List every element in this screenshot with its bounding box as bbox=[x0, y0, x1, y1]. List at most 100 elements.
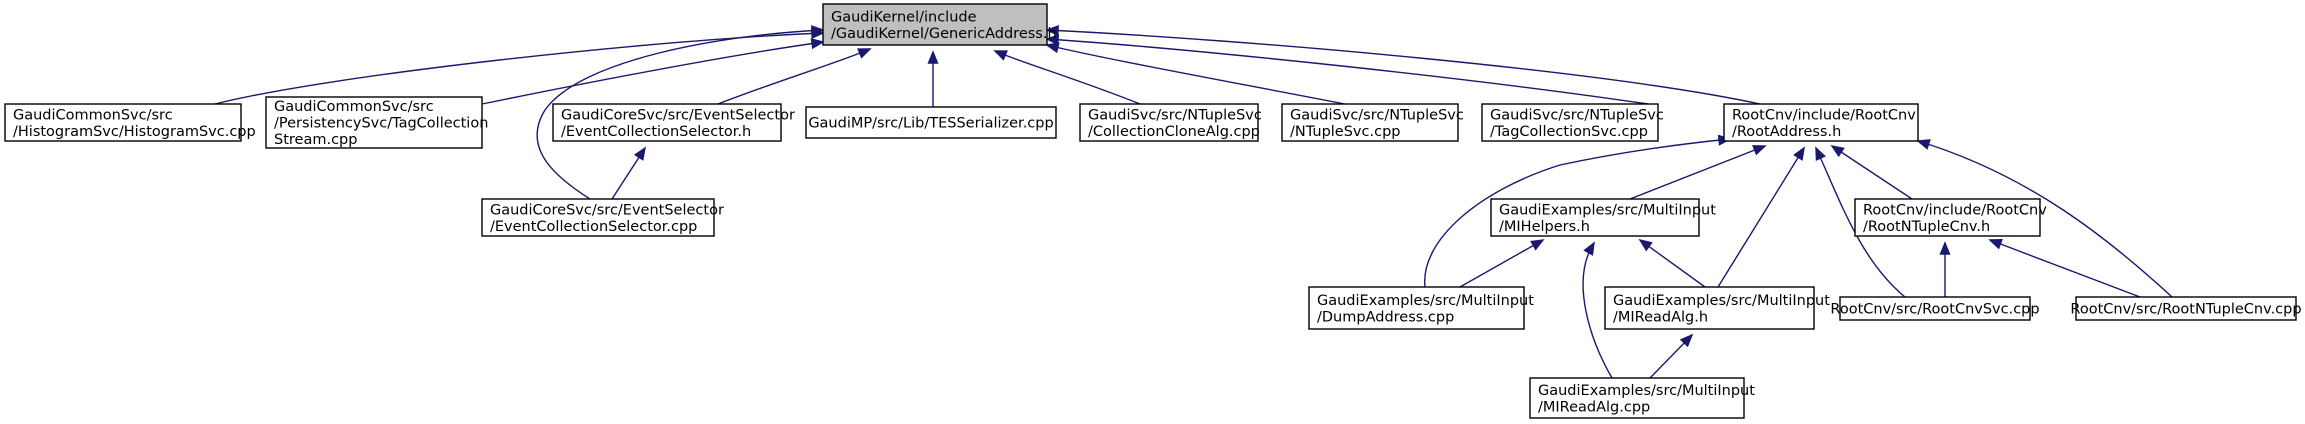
edge-n11-n8-arrowhead bbox=[1830, 144, 1845, 158]
node-label-line: /EventCollectionSelector.h bbox=[561, 124, 751, 140]
node-label-line: /MIReadAlg.cpp bbox=[1538, 399, 1650, 415]
edge-n15-n11 bbox=[1989, 239, 2141, 298]
node-label-line: GaudiExamples/src/MultiInput bbox=[1538, 383, 1755, 399]
node-label-line: GaudiCoreSvc/src/EventSelector bbox=[490, 202, 724, 218]
edge-n12-n10-arrowhead bbox=[1530, 239, 1545, 251]
graph-node-n13[interactable]: GaudiExamples/src/MultiInput/MIReadAlg.h bbox=[1604, 286, 1830, 330]
node-label-line: RootCnv/include/RootCnv bbox=[1863, 202, 2047, 218]
node-label-line: GaudiCoreSvc/src/EventSelector bbox=[561, 107, 795, 123]
edge-n9-root bbox=[536, 29, 824, 200]
edge-n15-n11-arrowhead bbox=[1988, 238, 2003, 250]
node-label-line: /RootAddress.h bbox=[1732, 124, 1841, 140]
node-box bbox=[1723, 103, 1919, 142]
node-label-line: GaudiCommonSvc/src bbox=[13, 107, 173, 123]
node-label-line: GaudiSvc/src/NTupleSvc bbox=[1088, 107, 1262, 123]
node-label-line: GaudiCommonSvc/src bbox=[274, 99, 434, 115]
node-label-line: Stream.cpp bbox=[274, 132, 357, 148]
edge-n8-root bbox=[1046, 29, 1761, 105]
node-label-line: RootCnv/src/RootCnvSvc.cpp bbox=[1830, 302, 2039, 318]
node-label-line: /PersistencySvc/TagCollection bbox=[274, 116, 488, 132]
graph-node-n9[interactable]: GaudiCoreSvc/src/EventSelector/EventColl… bbox=[481, 198, 724, 237]
node-box bbox=[1281, 103, 1459, 142]
node-box bbox=[1308, 286, 1525, 330]
edge-n5-root-arrowhead bbox=[993, 50, 1008, 61]
edge-n3-root bbox=[717, 48, 871, 105]
edge-n14-n11-arrowhead bbox=[1939, 241, 1951, 255]
edge-n8-root-arrowhead bbox=[1045, 25, 1059, 37]
node-label-line: GaudiExamples/src/MultiInput bbox=[1613, 293, 1830, 309]
node-box bbox=[265, 96, 483, 149]
node-box bbox=[805, 106, 1057, 139]
edge-n16-n10 bbox=[1582, 242, 1613, 379]
edge-n14-n8 bbox=[1815, 147, 1906, 298]
node-label-line: /MIHelpers.h bbox=[1499, 219, 1590, 235]
graph-node-n2[interactable]: GaudiCommonSvc/src/PersistencySvc/TagCol… bbox=[265, 96, 488, 149]
edge-n9-n3-arrowhead bbox=[633, 146, 647, 161]
edge-n10-n8 bbox=[1629, 145, 1766, 200]
node-box bbox=[481, 198, 715, 237]
node-label-line: GaudiMP/src/Lib/TESSerializer.cpp bbox=[808, 116, 1053, 132]
node-label-line: /RootNTupleCnv.h bbox=[1863, 219, 1990, 235]
node-label-line: /HistogramSvc/HistogramSvc.cpp bbox=[13, 124, 256, 140]
edge-n12-n10 bbox=[1459, 239, 1544, 288]
edge-n16-n13-arrowhead bbox=[1679, 333, 1694, 348]
node-box bbox=[1079, 103, 1259, 142]
graph-node-n10[interactable]: GaudiExamples/src/MultiInput/MIHelpers.h bbox=[1490, 198, 1716, 237]
node-label-line: GaudiSvc/src/NTupleSvc bbox=[1290, 107, 1464, 123]
graph-node-n16[interactable]: GaudiExamples/src/MultiInput/MIReadAlg.c… bbox=[1529, 377, 1755, 419]
edge-n13-n10-arrowhead bbox=[1638, 238, 1653, 252]
graph-node-n5[interactable]: GaudiSvc/src/NTupleSvc/CollectionCloneAl… bbox=[1079, 103, 1262, 142]
node-label-line: GaudiExamples/src/MultiInput bbox=[1317, 293, 1534, 309]
node-label-line: GaudiKernel/include bbox=[831, 9, 977, 25]
edge-n11-n8 bbox=[1831, 145, 1913, 200]
graph-node-n8[interactable]: RootCnv/include/RootCnv/RootAddress.h bbox=[1723, 103, 1919, 142]
node-label-line: /GaudiKernel/GenericAddress.h bbox=[831, 26, 1057, 42]
node-label-line: /NTupleSvc.cpp bbox=[1290, 124, 1400, 140]
graph-node-n11[interactable]: RootCnv/include/RootCnv/RootNTupleCnv.h bbox=[1854, 198, 2047, 237]
edge-n13-n8-arrowhead bbox=[1793, 146, 1805, 161]
node-label-line: /MIReadAlg.h bbox=[1613, 309, 1708, 325]
graph-node-n12[interactable]: GaudiExamples/src/MultiInput/DumpAddress… bbox=[1308, 286, 1534, 330]
node-box bbox=[1854, 198, 2041, 237]
edge-n1-root bbox=[214, 32, 824, 105]
graph-node-n15[interactable]: RootCnv/src/RootNTupleCnv.cpp bbox=[2070, 296, 2302, 321]
graph-node-n4[interactable]: GaudiMP/src/Lib/TESSerializer.cpp bbox=[805, 106, 1057, 139]
graph-node-n14[interactable]: RootCnv/src/RootCnvSvc.cpp bbox=[1830, 296, 2040, 321]
graph-node-n6[interactable]: GaudiSvc/src/NTupleSvc/NTupleSvc.cpp bbox=[1281, 103, 1464, 142]
edge-n4-root-arrowhead bbox=[927, 50, 939, 64]
node-label-line: /CollectionCloneAlg.cpp bbox=[1088, 124, 1260, 140]
edge-n2-root-arrowhead bbox=[810, 38, 825, 50]
edge-n16-n10-arrowhead bbox=[1583, 241, 1595, 256]
edge-n7-root bbox=[1046, 38, 1649, 105]
graph-node-n1[interactable]: GaudiCommonSvc/src/HistogramSvc/Histogra… bbox=[4, 103, 256, 142]
nodes-layer: GaudiKernel/include/GaudiKernel/GenericA… bbox=[4, 3, 2302, 419]
node-box bbox=[4, 103, 242, 142]
graph-node-root[interactable]: GaudiKernel/include/GaudiKernel/GenericA… bbox=[822, 3, 1057, 46]
edge-n13-n8 bbox=[1717, 147, 1805, 288]
edge-n9-root-arrowhead bbox=[811, 25, 825, 37]
node-label-line: /DumpAddress.cpp bbox=[1317, 309, 1454, 325]
edge-n5-root bbox=[994, 50, 1141, 105]
node-box bbox=[1604, 286, 1815, 330]
edge-n14-n8-arrowhead bbox=[1815, 146, 1826, 161]
edge-n3-root-arrowhead bbox=[857, 48, 872, 59]
node-label-line: GaudiSvc/src/NTupleSvc bbox=[1490, 107, 1664, 123]
graph-node-n7[interactable]: GaudiSvc/src/NTupleSvc/TagCollectionSvc.… bbox=[1481, 103, 1664, 142]
edge-n7-root-arrowhead bbox=[1045, 34, 1060, 46]
graph-node-n3[interactable]: GaudiCoreSvc/src/EventSelector/EventColl… bbox=[552, 103, 795, 142]
edge-n10-n8-arrowhead bbox=[1752, 145, 1767, 156]
node-label-line: RootCnv/include/RootCnv bbox=[1732, 107, 1916, 123]
node-box bbox=[552, 103, 782, 142]
edge-n15-n8 bbox=[1917, 140, 2173, 298]
node-label-line: /TagCollectionSvc.cpp bbox=[1490, 124, 1648, 140]
edge-n6-root bbox=[1046, 44, 1346, 105]
edge-n13-n10 bbox=[1639, 239, 1706, 288]
node-box bbox=[1481, 103, 1659, 142]
node-label-line: /EventCollectionSelector.cpp bbox=[490, 219, 697, 235]
node-label-line: RootCnv/src/RootNTupleCnv.cpp bbox=[2070, 302, 2301, 318]
node-box bbox=[1529, 377, 1745, 419]
edge-n12-n8 bbox=[1424, 138, 1731, 288]
node-box bbox=[822, 3, 1048, 46]
edge-n15-n8-arrowhead bbox=[1916, 139, 1931, 150]
